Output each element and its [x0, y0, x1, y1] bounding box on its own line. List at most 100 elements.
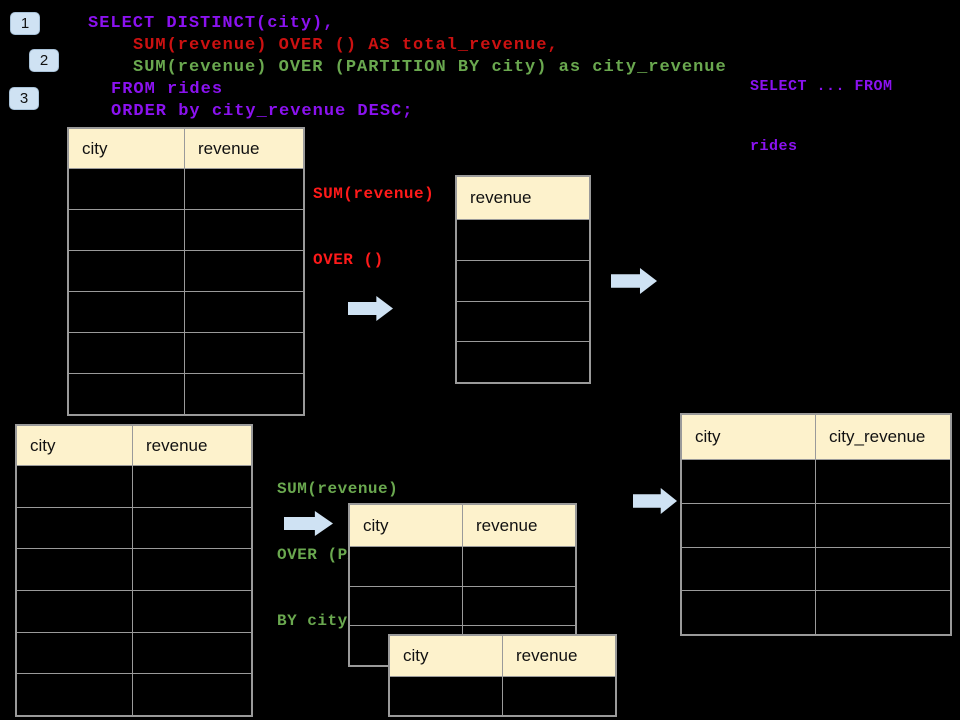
- table-cell-empty: [185, 374, 303, 414]
- table-cell-empty: [503, 677, 615, 715]
- table-header-row: revenue: [457, 177, 589, 219]
- table-row: [69, 250, 303, 291]
- table-row: [17, 506, 251, 549]
- annotation-total-line-1: SUM(revenue): [313, 185, 435, 203]
- table-cell-empty: [350, 547, 463, 586]
- table-row: [457, 341, 589, 382]
- table-cell-empty: [133, 591, 251, 632]
- table-row: [682, 590, 950, 634]
- table-header-row: city revenue: [350, 505, 575, 546]
- table-row: [17, 590, 251, 632]
- table-cell-empty: [17, 507, 133, 549]
- table-cell-empty: [133, 674, 251, 715]
- table-cell-empty: [816, 460, 950, 503]
- step-badge-3: 3: [9, 87, 39, 110]
- table-cell-empty: [682, 547, 816, 591]
- table-header-row: city revenue: [17, 426, 251, 465]
- table-cell-empty: [816, 504, 950, 547]
- table-row: [457, 259, 589, 301]
- table-cell-empty: [69, 169, 185, 209]
- table-row: [457, 219, 589, 260]
- sql-line-sum-partition: SUM(revenue) OVER (PARTITION BY city) as…: [133, 58, 727, 77]
- table-row: [350, 546, 575, 586]
- arrow-right-icon: [611, 268, 657, 294]
- table-row: [69, 209, 303, 250]
- annotation-total-line-2: OVER (): [313, 251, 384, 269]
- table-row: [457, 300, 589, 342]
- table-city-revenue-result: city city_revenue: [680, 413, 952, 636]
- column-header: city: [390, 636, 503, 676]
- table-total-revenue: revenue: [455, 175, 591, 384]
- column-header: revenue: [476, 515, 538, 535]
- table-row: [69, 168, 303, 209]
- column-header: revenue: [198, 138, 260, 158]
- sql-line-order-by: ORDER by city_revenue DESC;: [111, 102, 414, 121]
- table-cell-empty: [17, 591, 133, 632]
- table-cell-empty: [69, 210, 185, 250]
- table-row: [682, 459, 950, 503]
- table-cell-empty: [185, 251, 303, 291]
- table-cell-empty: [69, 374, 185, 414]
- sql-line-sum-over: SUM(revenue) OVER () AS total_revenue,: [133, 36, 559, 55]
- side-note-line-2: rides: [750, 138, 798, 155]
- side-note-select-from-rides: SELECT ... FROM rides: [750, 37, 893, 177]
- table-row: [69, 291, 303, 332]
- table-cell-empty: [185, 210, 303, 250]
- table-cell-empty: [17, 466, 133, 507]
- table-cell-empty: [457, 261, 589, 301]
- column-header: revenue: [146, 435, 208, 455]
- table-cell-empty: [463, 587, 575, 626]
- table-row: [390, 676, 615, 715]
- table-header-row: city revenue: [390, 636, 615, 676]
- table-cell-empty: [133, 549, 251, 590]
- table-cell-empty: [457, 302, 589, 342]
- sql-line-select: SELECT DISTINCT(city),: [88, 14, 335, 33]
- column-header: city_revenue: [829, 427, 926, 446]
- column-header: city: [17, 426, 133, 465]
- arrow-right-icon: [348, 296, 393, 321]
- table-cell-empty: [69, 292, 185, 332]
- table-cell-empty: [457, 220, 589, 260]
- table-cell-empty: [133, 508, 251, 549]
- table-rides-source-bottom: city revenue: [15, 424, 253, 717]
- step-badge-2: 2: [29, 49, 59, 72]
- column-header: city: [350, 505, 463, 546]
- annotation-partition-line-3: BY city): [277, 612, 358, 630]
- table-cell-empty: [17, 549, 133, 591]
- table-partition-front: city revenue: [388, 634, 617, 717]
- table-cell-empty: [682, 591, 816, 634]
- column-header: city: [682, 415, 816, 459]
- sql-line-from: FROM rides: [111, 80, 224, 99]
- table-cell-empty: [17, 674, 133, 716]
- arrow-right-icon: [633, 488, 677, 514]
- table-row: [350, 585, 575, 626]
- table-cell-empty: [816, 548, 950, 591]
- annotation-total-revenue: SUM(revenue) OVER (): [313, 139, 434, 293]
- table-header-row: city city_revenue: [682, 415, 950, 459]
- table-cell-empty: [185, 292, 303, 332]
- step-badge-1: 1: [10, 12, 40, 35]
- column-header: revenue: [516, 646, 578, 665]
- table-cell-empty: [17, 632, 133, 674]
- table-cell-empty: [69, 251, 185, 291]
- table-cell-empty: [133, 633, 251, 674]
- annotation-partition-line-1: SUM(revenue): [277, 480, 399, 498]
- table-cell-empty: [816, 591, 950, 634]
- table-cell-empty: [350, 586, 463, 626]
- table-cell-empty: [682, 460, 816, 503]
- table-cell-empty: [185, 169, 303, 209]
- column-header: revenue: [470, 188, 532, 207]
- table-row: [17, 548, 251, 591]
- table-row: [17, 673, 251, 716]
- table-cell-empty: [682, 503, 816, 547]
- side-note-line-1: SELECT ... FROM: [750, 78, 893, 95]
- table-cell-empty: [185, 333, 303, 373]
- table-cell-empty: [457, 342, 589, 382]
- table-row: [69, 373, 303, 414]
- table-row: [17, 465, 251, 507]
- table-row: [682, 502, 950, 547]
- table-row: [69, 332, 303, 373]
- table-cell-empty: [69, 333, 185, 373]
